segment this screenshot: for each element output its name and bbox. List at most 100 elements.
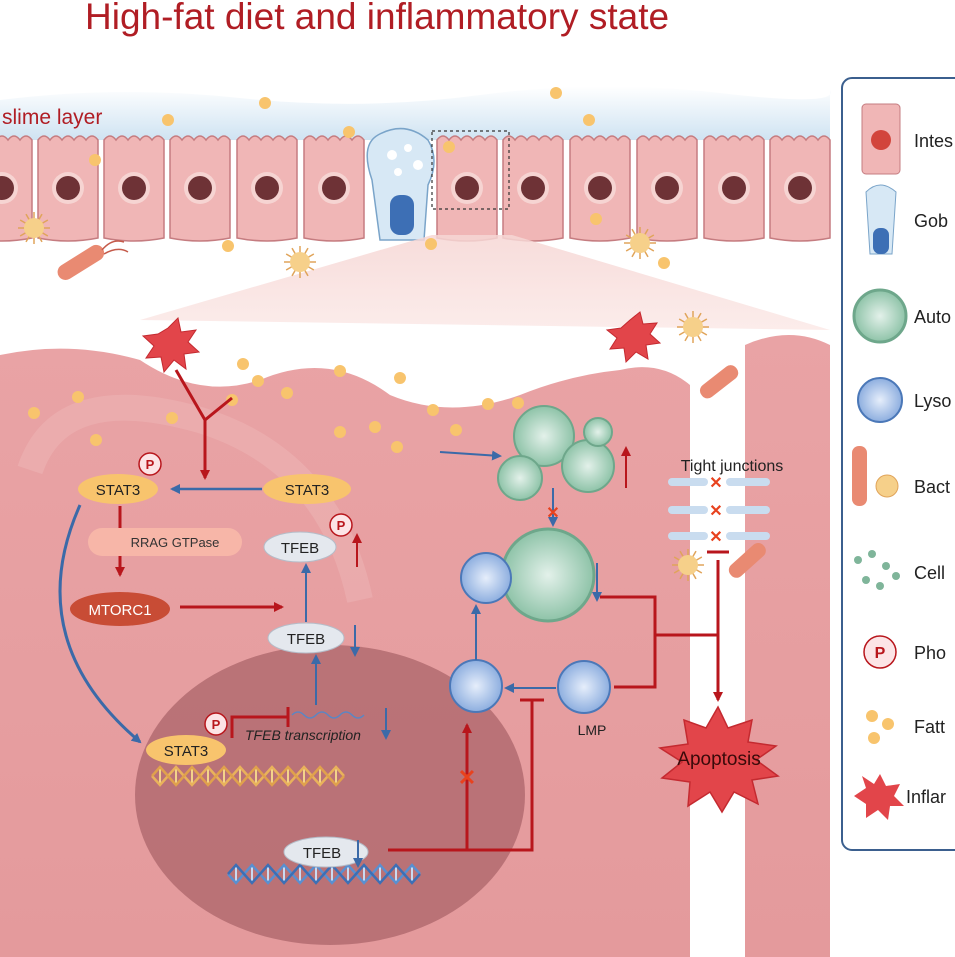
rrag-gtpase-box — [88, 528, 242, 556]
mtorc1-label: MTORC1 — [88, 602, 151, 619]
stat3-phospho-oval — [78, 474, 158, 504]
fatty-acid-dot — [90, 434, 102, 446]
tight-junction-pair: ✕ — [668, 503, 770, 520]
stat3-phospho-label: STAT3 — [96, 482, 140, 499]
slime-layer — [0, 86, 831, 140]
fatty-acid-dot — [590, 213, 602, 225]
intestinal-cell — [569, 135, 631, 242]
fatty-acid-dot — [658, 257, 670, 269]
epithelium-row — [0, 135, 831, 242]
lysosome-apoptosis-bracket — [600, 595, 657, 689]
autophagosome-icon — [852, 288, 908, 344]
tfeb-transcription-wave — [291, 711, 365, 719]
spiky-bacterium — [677, 311, 709, 343]
tight-junction-pair: ✕ — [668, 475, 770, 492]
intestinal-cell-icon — [861, 103, 901, 175]
fatty-acid-dot — [226, 394, 238, 406]
tight-junctions-label: Tight junctions — [681, 458, 784, 475]
fatty-acid-dot — [281, 387, 293, 399]
legend-label: Auto — [914, 307, 951, 327]
spiky-bacterium — [18, 212, 50, 244]
intestinal-cell — [236, 135, 298, 242]
phospho-badge-stat3-label: P — [146, 457, 155, 472]
bacterium-upper — [57, 240, 129, 281]
bacteria-icon — [852, 446, 899, 506]
bacterium-right — [699, 365, 766, 578]
phospho-badge-stat3 — [138, 452, 162, 476]
fatty-acid-dot — [334, 426, 346, 438]
intestinal-cell — [103, 135, 165, 242]
phospho-badge-tfeb — [329, 513, 353, 537]
legend-label: Cell — [914, 563, 945, 583]
tfeb-dna-oval — [283, 836, 369, 868]
tfeb-phospho-label: TFEB — [281, 540, 319, 557]
fatty-acid-dot — [237, 358, 249, 370]
fatty-acid-dot — [162, 114, 174, 126]
legend-label: Pho — [914, 643, 946, 663]
svg-text:✕: ✕ — [709, 475, 722, 492]
fatty-acid-dot — [369, 421, 381, 433]
dna-strand-stat3 — [151, 765, 345, 787]
stat3-nuclear-translocation-arrow — [58, 504, 142, 744]
fatty-acid-dot — [28, 407, 40, 419]
stat3-nucleus-label: STAT3 — [164, 743, 208, 760]
lmp-label: LMP — [578, 722, 607, 738]
fatty-acid-dot — [512, 397, 524, 409]
spiky-bacterium — [672, 549, 704, 581]
spiky-bacterium — [284, 246, 316, 278]
goblet-cell — [366, 127, 435, 241]
intestinal-cell — [769, 135, 831, 242]
inflammation-icon — [854, 774, 904, 820]
fatty-acid-dot — [72, 391, 84, 403]
fatty-to-autophagosome-arrow — [439, 450, 502, 461]
fatty-acids — [28, 87, 670, 453]
bacteria-spiky — [18, 212, 709, 581]
fatty-acid-dot — [425, 238, 437, 250]
legend-label: Lyso — [914, 391, 951, 411]
svg-text:P: P — [875, 645, 886, 662]
inflammation-star-left — [141, 316, 201, 374]
intestinal-cell — [502, 135, 564, 242]
intestinal-cell — [169, 135, 231, 242]
rrag-gtpase-label: RRAG GTPase — [131, 535, 220, 550]
fatty-acid-dot — [343, 126, 355, 138]
goblet-cell-icon — [865, 184, 897, 255]
tfeb-oval — [267, 622, 345, 654]
apoptosis-burst — [657, 705, 780, 814]
tfeb-label: TFEB — [287, 631, 325, 648]
intestinal-cell — [0, 135, 33, 242]
fatty-acid-dot — [334, 365, 346, 377]
tight-junction-pair: ✕ — [668, 529, 770, 546]
phospho-badge-nucleus — [204, 712, 228, 736]
intestinal-cell — [636, 135, 698, 242]
legend-label: Gob — [914, 211, 948, 231]
fatty-acid-dot — [89, 154, 101, 166]
block-x-mark-2: ✕ — [546, 505, 559, 522]
autophagosome-cluster — [497, 405, 615, 501]
tfeb-inhibit-lmp-line — [467, 700, 534, 852]
signal-line-1 — [174, 369, 207, 421]
fatty-acid-dot — [394, 372, 406, 384]
stat3-oval — [263, 474, 351, 504]
intestinal-cell — [703, 135, 765, 242]
fatty-acid-dot — [166, 412, 178, 424]
phospho-badge-nucleus-label: P — [212, 717, 221, 732]
slime-layer-label: slime layer — [2, 106, 102, 129]
legend-label: Inflar — [906, 787, 946, 807]
block-x-mark-1: ✕ — [458, 765, 476, 790]
legend-label: Fatt — [914, 717, 945, 737]
dna-strand-tfeb — [227, 863, 421, 885]
fatty-acid-dot — [427, 404, 439, 416]
legend-label: Intes — [914, 131, 953, 151]
spiky-bacterium — [624, 227, 656, 259]
phosphorylation-icon: P — [863, 635, 897, 669]
fatty-acid-dot — [443, 141, 455, 153]
tfeb-dna-label: TFEB — [303, 845, 341, 862]
fatty-acid-icon — [866, 710, 894, 744]
fatty-acid-dot — [252, 375, 264, 387]
tight-junctions: ✕ ✕ ✕ — [668, 475, 770, 546]
fatty-acid-dot — [391, 441, 403, 453]
apoptosis-label: Apoptosis — [677, 749, 760, 770]
